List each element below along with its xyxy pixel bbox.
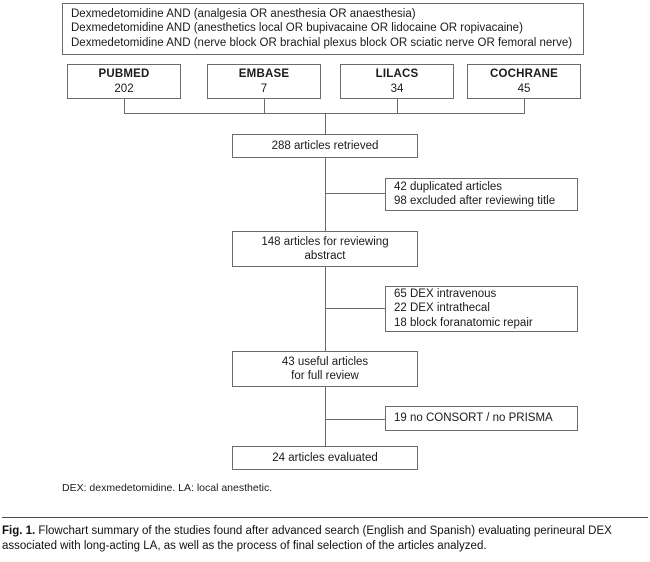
connector-lilacs-drop (397, 99, 398, 113)
caption-label: Fig. 1. (2, 525, 36, 537)
exclusion-box-no-consort-prisma: 19 no CONSORT / no PRISMA (385, 406, 578, 431)
database-count-cochrane: 45 (517, 82, 531, 95)
exclusion-2-line-3: 18 block foranatomic repair (394, 316, 533, 329)
exclusion-1-line-2: 98 excluded after reviewing title (394, 195, 556, 207)
query-line-3: Dexmedetomidine AND (nerve block OR brac… (71, 36, 573, 49)
exclusion-box-dex-routes: 65 DEX intravenous 22 DEX intrathecal 18… (385, 286, 578, 332)
database-name-cochrane: COCHRANE (489, 68, 559, 80)
database-box-lilacs: LILACS 34 (340, 64, 454, 99)
figure-caption-area: Fig. 1. Flowchart summary of the studies… (0, 505, 650, 562)
stage-line-useful-1: 43 useful articles (281, 355, 369, 368)
exclusion-2-line-2: 22 DEX intrathecal (394, 302, 490, 315)
connector-branch-exclusion-3 (325, 419, 386, 420)
exclusion-box-duplicates-title: 42 duplicated articles 98 excluded after… (385, 178, 578, 211)
flowchart-figure: Dexmedetomidine AND (analgesia OR anesth… (62, 3, 584, 494)
database-box-pubmed: PUBMED 202 (67, 64, 181, 99)
connector-branch-exclusion-1 (325, 193, 386, 194)
database-name-lilacs: LILACS (375, 68, 419, 80)
stage-line-useful-2: for full review (291, 370, 359, 382)
connector-spine-fullreview-to-evaluated (325, 387, 326, 446)
connector-cochrane-drop (524, 99, 525, 113)
database-name-pubmed: PUBMED (98, 68, 150, 80)
connector-manifold-to-retrieved (325, 113, 326, 134)
database-count-lilacs: 34 (390, 82, 404, 95)
query-line-1: Dexmedetomidine AND (analgesia OR anesth… (71, 7, 416, 20)
search-query-box: Dexmedetomidine AND (analgesia OR anesth… (62, 3, 584, 55)
caption-divider-rule (2, 517, 648, 518)
stage-line-abstract-2: abstract (304, 250, 346, 262)
exclusion-2-line-1: 65 DEX intravenous (394, 287, 497, 300)
query-line-2: Dexmedetomidine AND (anesthetics local O… (71, 22, 523, 35)
database-box-cochrane: COCHRANE 45 (467, 64, 581, 99)
connector-spine-retrieved-to-abstract (325, 158, 326, 231)
stage-box-articles-retrieved: 288 articles retrieved (232, 134, 418, 158)
figure-caption: Fig. 1. Flowchart summary of the studies… (2, 524, 648, 554)
stage-box-articles-evaluated: 24 articles evaluated (232, 446, 418, 470)
connector-branch-exclusion-2 (325, 308, 386, 309)
connector-pubmed-drop (124, 99, 125, 113)
stage-line-abstract-1: 148 articles for reviewing (261, 235, 389, 248)
connector-spine-abstract-to-fullreview (325, 267, 326, 351)
stage-line-evaluated-1: 24 articles evaluated (272, 451, 378, 464)
connector-database-manifold (124, 113, 525, 114)
stage-box-useful-articles: 43 useful articles for full review (232, 351, 418, 387)
stage-line-retrieved-1: 288 articles retrieved (271, 139, 379, 152)
database-box-embase: EMBASE 7 (207, 64, 321, 99)
connector-embase-drop (264, 99, 265, 113)
figure-abbreviations-footnote: DEX: dexmedetomidine. LA: local anesthet… (62, 482, 273, 494)
database-name-embase: EMBASE (238, 68, 290, 80)
exclusion-3-line-1: 19 no CONSORT / no PRISMA (394, 411, 553, 424)
stage-box-reviewing-abstract: 148 articles for reviewing abstract (232, 231, 418, 267)
database-count-embase: 7 (260, 82, 268, 95)
exclusion-1-line-1: 42 duplicated articles (394, 180, 503, 193)
database-count-pubmed: 202 (114, 82, 134, 95)
caption-body: Flowchart summary of the studies found a… (2, 525, 612, 552)
